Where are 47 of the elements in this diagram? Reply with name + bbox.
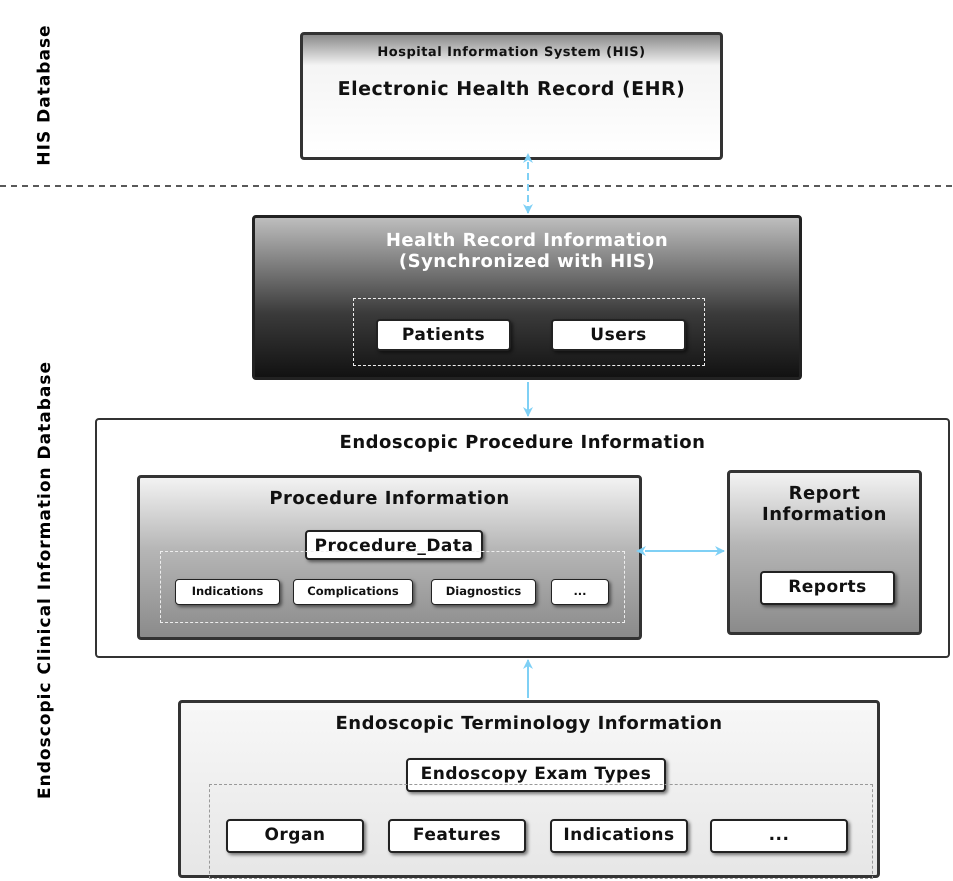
arrow: [636, 546, 725, 556]
table-name: Organ: [263, 825, 327, 845]
system-box: [300, 32, 723, 160]
table-box: [551, 319, 686, 351]
arrow: [523, 659, 533, 698]
arrow: [523, 153, 533, 214]
table-name: Indications: [190, 584, 264, 598]
table-box: [760, 571, 895, 605]
table-box: [431, 579, 536, 605]
table-name: Procedure_Data: [314, 536, 474, 556]
table-name: Reports: [787, 577, 868, 597]
heading: Endoscopic Terminology Information: [334, 713, 724, 734]
table-box: [305, 530, 483, 560]
side-label: Endoscopic Clinical Information Database: [35, 361, 55, 799]
table-box: [710, 819, 848, 853]
database-box: [252, 215, 802, 380]
table-name: Endoscopy Exam Types: [420, 764, 652, 784]
heading: Electronic Health Record (EHR): [336, 78, 686, 100]
table-name: Complications: [306, 584, 400, 598]
section-box: [178, 700, 880, 878]
table-name: Indications: [562, 825, 676, 845]
system-title: Hospital Information System (HIS): [376, 45, 647, 60]
table-name: ...: [768, 825, 790, 845]
table-box: [406, 758, 666, 792]
container-box: [95, 418, 950, 658]
table-box: [175, 579, 280, 605]
heading: Health Record Information (Synchronized with HIS): [384, 230, 670, 272]
table-box: [293, 579, 413, 605]
table-name: Diagnostics: [444, 584, 522, 598]
section-box: [137, 475, 642, 640]
table-box: [376, 319, 511, 351]
dashed-group: [209, 784, 873, 879]
section-box: [727, 470, 922, 635]
table-name: Patients: [400, 325, 486, 345]
table-name: Features: [412, 825, 502, 845]
table-box: [550, 819, 688, 853]
heading: Procedure Information: [268, 488, 511, 509]
table-box: [388, 819, 526, 853]
table-box: [226, 819, 364, 853]
table-box: [551, 579, 609, 605]
heading: Endoscopic Procedure Information: [338, 432, 706, 453]
side-label: HIS Database: [35, 24, 55, 166]
table-name: Users: [589, 325, 648, 345]
dashed-group: [353, 298, 705, 366]
arrow: [523, 382, 533, 417]
heading: Report Information: [761, 483, 888, 525]
table-name: ...: [572, 584, 588, 598]
